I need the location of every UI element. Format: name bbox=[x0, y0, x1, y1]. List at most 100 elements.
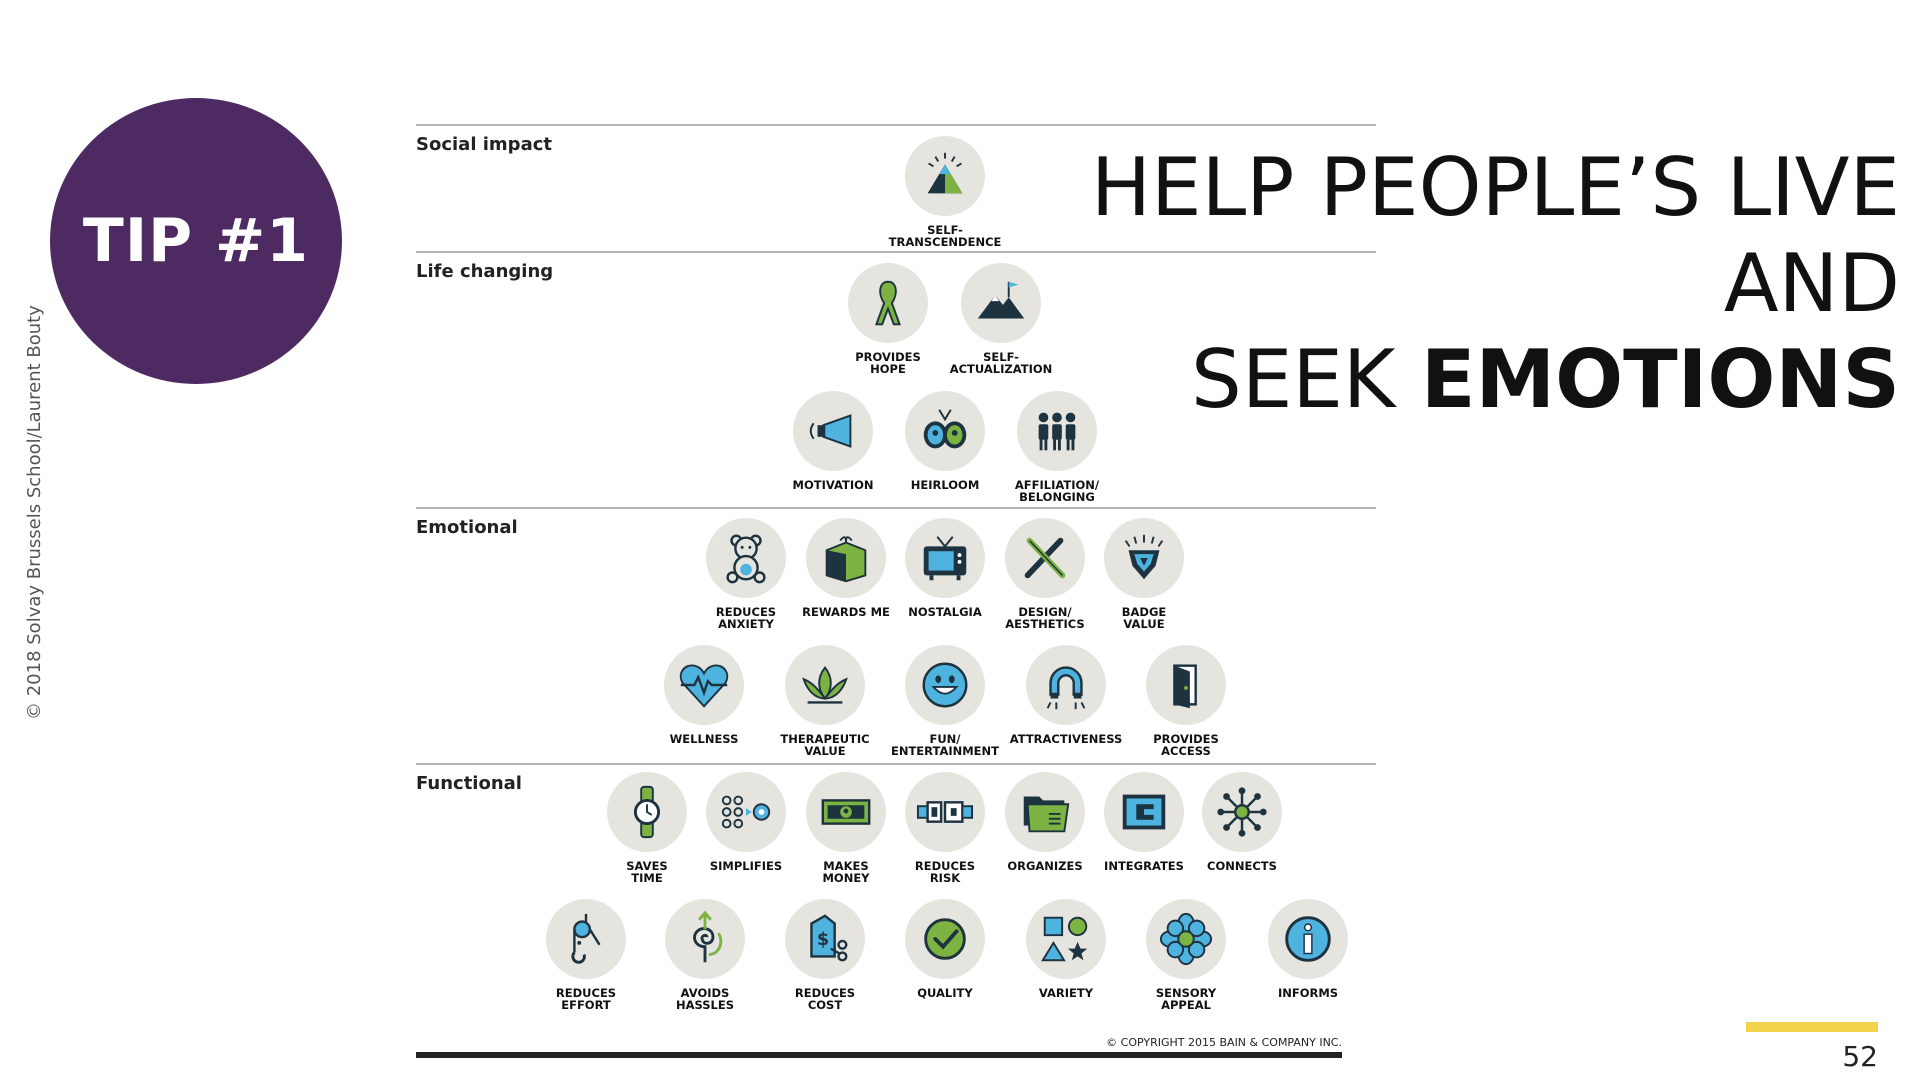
lotus-icon bbox=[785, 645, 865, 725]
accent-bar bbox=[1746, 1022, 1878, 1032]
tip-label: TIP #1 bbox=[82, 206, 310, 276]
element-label: VARIETY bbox=[1038, 986, 1094, 1000]
tv-icon bbox=[905, 518, 985, 598]
element-provides-access: PROVIDES ACCESS bbox=[1126, 645, 1246, 757]
dots-icon bbox=[706, 772, 786, 852]
page-number: 52 bbox=[1842, 1040, 1878, 1073]
element-simplifies: SIMPLIFIES bbox=[686, 772, 806, 872]
element-label: REDUCES ANXIETY bbox=[715, 605, 777, 631]
element-label: REDUCES RISK bbox=[914, 859, 976, 885]
element-label: SAVES TIME bbox=[626, 859, 668, 885]
copyright-credit: © 2018 Solvay Brussels School/Laurent Bo… bbox=[24, 305, 45, 720]
headline-seek: SEEK bbox=[1191, 333, 1421, 426]
element-makes-money: MAKES MONEY bbox=[786, 772, 906, 884]
element-motivation: MOTIVATION bbox=[773, 391, 893, 491]
tip-badge: TIP #1 bbox=[50, 98, 342, 384]
element-label: PROVIDES HOPE bbox=[855, 350, 921, 376]
pulley-icon bbox=[546, 899, 626, 979]
integrate-icon bbox=[1104, 772, 1184, 852]
folder-icon bbox=[1005, 772, 1085, 852]
door-icon bbox=[1146, 645, 1226, 725]
element-label: SIMPLIFIES bbox=[709, 859, 783, 873]
element-label: MOTIVATION bbox=[792, 478, 874, 492]
watch-icon bbox=[607, 772, 687, 852]
element-label: HEIRLOOM bbox=[910, 478, 980, 492]
banknote-icon bbox=[806, 772, 886, 852]
info-icon bbox=[1268, 899, 1348, 979]
headline-line-1: HELP PEOPLE’S LIVE bbox=[1090, 141, 1900, 234]
element-reduces-risk: REDUCES RISK bbox=[885, 772, 1005, 884]
element-avoids-hassles: AVOIDS HASSLES bbox=[645, 899, 765, 1011]
element-therapeutic-value: THERAPEUTIC VALUE bbox=[765, 645, 885, 757]
element-variety: VARIETY bbox=[1006, 899, 1126, 999]
bain-copyright: © COPYRIGHT 2015 BAIN & COMPANY INC. bbox=[1106, 1036, 1342, 1049]
element-label: FUN/ ENTERTAINMENT bbox=[890, 732, 1000, 758]
headline: HELP PEOPLE’S LIVE AND SEEK EMOTIONS bbox=[1091, 140, 1900, 428]
element-saves-time: SAVES TIME bbox=[587, 772, 707, 884]
element-rewards-me: REWARDS ME bbox=[786, 518, 906, 618]
pyramid-icon bbox=[905, 136, 985, 216]
element-label: INTEGRATES bbox=[1104, 859, 1184, 873]
mountain-flag-icon bbox=[961, 263, 1041, 343]
teddy-bear-icon bbox=[706, 518, 786, 598]
tier-divider bbox=[416, 124, 1376, 126]
spiral-arrow-icon bbox=[665, 899, 745, 979]
element-nostalgia: NOSTALGIA bbox=[885, 518, 1005, 618]
people-icon bbox=[1017, 391, 1097, 471]
ribbon-icon bbox=[848, 263, 928, 343]
element-label: DESIGN/ AESTHETICS bbox=[1005, 605, 1085, 631]
heart-icon bbox=[664, 645, 744, 725]
element-reduces-effort: REDUCES EFFORT bbox=[526, 899, 646, 1011]
element-label: ATTRACTIVENESS bbox=[1009, 732, 1123, 746]
element-label: INFORMS bbox=[1277, 986, 1339, 1000]
tier-label-life-changing: Life changing bbox=[416, 261, 554, 282]
tier-label-functional: Functional bbox=[416, 773, 522, 794]
element-sensory-appeal: SENSORY APPEAL bbox=[1126, 899, 1246, 1011]
shapes-icon bbox=[1026, 899, 1106, 979]
element-label: REWARDS ME bbox=[802, 605, 890, 619]
checkmark-icon bbox=[905, 899, 985, 979]
element-label: ORGANIZES bbox=[1007, 859, 1083, 873]
element-label: SELF- TRANSCENDENCE bbox=[888, 223, 1002, 249]
element-label: WELLNESS bbox=[669, 732, 739, 746]
heirloom-icon bbox=[905, 391, 985, 471]
element-label: THERAPEUTIC VALUE bbox=[780, 732, 870, 758]
element-label: REDUCES EFFORT bbox=[555, 986, 617, 1012]
headline-emotions: EMOTIONS bbox=[1420, 333, 1900, 426]
element-label: MAKES MONEY bbox=[822, 859, 870, 885]
flower-icon bbox=[1146, 899, 1226, 979]
element-label: CONNECTS bbox=[1207, 859, 1277, 873]
element-provides-hope: PROVIDES HOPE bbox=[828, 263, 948, 375]
element-affiliation-belonging: AFFILIATION/ BELONGING bbox=[997, 391, 1117, 503]
element-wellness: WELLNESS bbox=[644, 645, 764, 745]
element-quality: QUALITY bbox=[885, 899, 1005, 999]
element-label: AVOIDS HASSLES bbox=[675, 986, 735, 1012]
svg-text:$: $ bbox=[817, 930, 829, 950]
element-self-transcendence: SELF- TRANSCENDENCE bbox=[885, 136, 1005, 248]
gift-icon bbox=[806, 518, 886, 598]
element-label: PROVIDES ACCESS bbox=[1153, 732, 1219, 758]
megaphone-icon bbox=[793, 391, 873, 471]
element-informs: INFORMS bbox=[1248, 899, 1368, 999]
element-label: REDUCES COST bbox=[794, 986, 856, 1012]
element-label: AFFILIATION/ BELONGING bbox=[1014, 478, 1100, 504]
tier-label-emotional: Emotional bbox=[416, 517, 518, 538]
element-label: SENSORY APPEAL bbox=[1155, 986, 1217, 1012]
headline-line-3: SEEK EMOTIONS bbox=[1091, 332, 1900, 428]
element-reduces-anxiety: REDUCES ANXIETY bbox=[686, 518, 806, 630]
element-self-actualization: SELF- ACTUALIZATION bbox=[941, 263, 1061, 375]
element-label: QUALITY bbox=[917, 986, 973, 1000]
element-heirloom: HEIRLOOM bbox=[885, 391, 1005, 491]
seatbelt-icon bbox=[905, 772, 985, 852]
tier-divider bbox=[416, 507, 1376, 509]
element-label: SELF- ACTUALIZATION bbox=[949, 350, 1053, 376]
element-fun-entertainment: FUN/ ENTERTAINMENT bbox=[885, 645, 1005, 757]
bottom-rule bbox=[416, 1052, 1342, 1058]
tier-label-social-impact: Social impact bbox=[416, 134, 552, 155]
tier-divider bbox=[416, 251, 1376, 253]
element-organizes: ORGANIZES bbox=[985, 772, 1105, 872]
element-badge-value: BADGE VALUE bbox=[1084, 518, 1204, 630]
design-tools-icon bbox=[1005, 518, 1085, 598]
element-design-aesthetics: DESIGN/ AESTHETICS bbox=[985, 518, 1105, 630]
network-icon bbox=[1202, 772, 1282, 852]
